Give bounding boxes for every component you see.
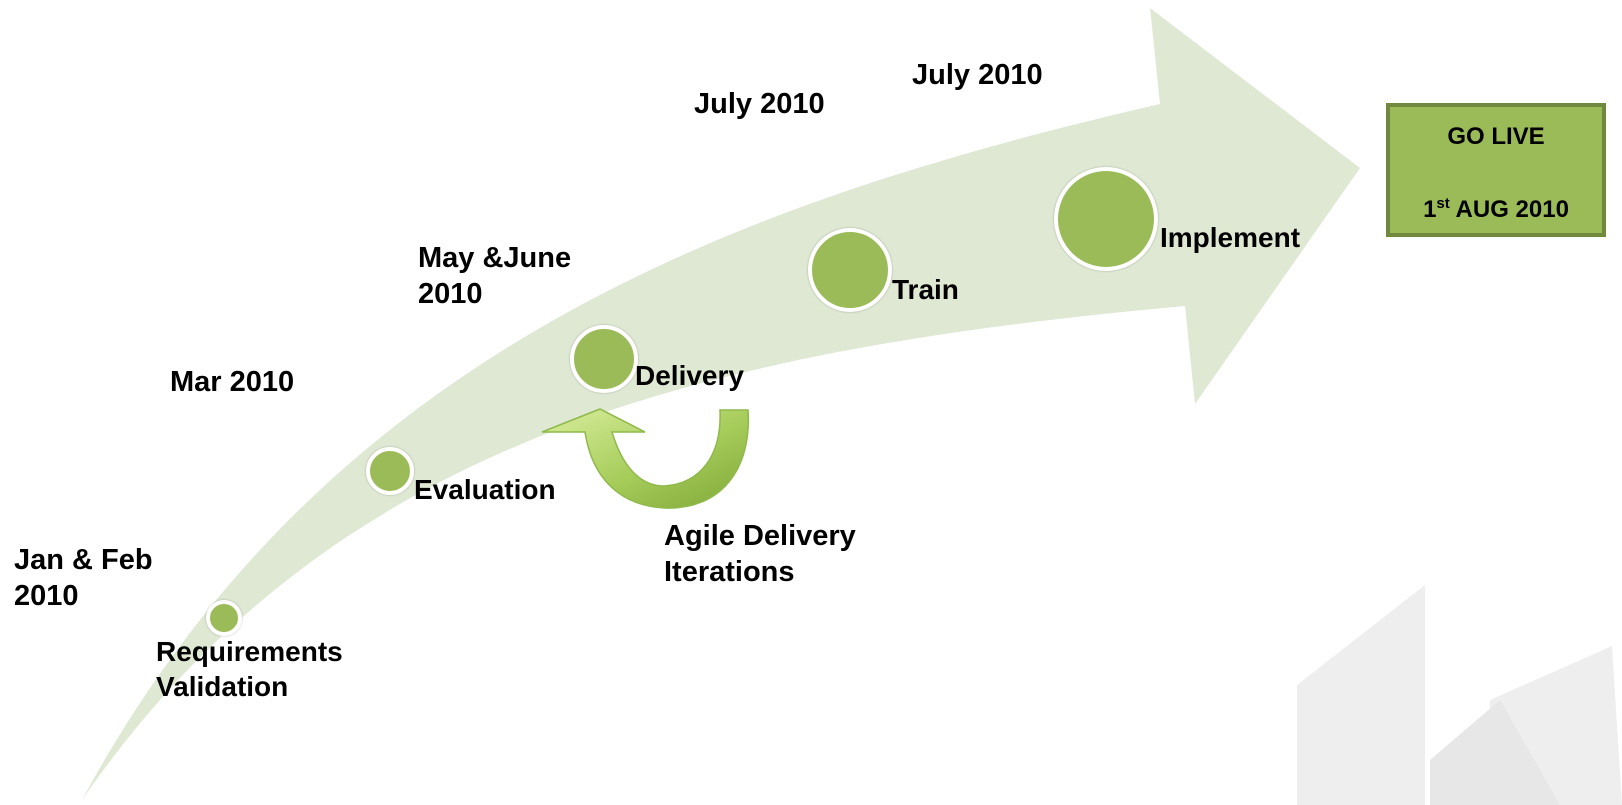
date-label-july-implement: July 2010 — [912, 59, 1043, 91]
milestone-dot-delivery — [570, 325, 638, 393]
go-live-date: 1st AUG 2010 — [1423, 195, 1569, 223]
date-label-jan-feb: Jan & Feb 2010 — [14, 544, 153, 613]
milestone-dot-evaluation — [366, 447, 414, 495]
milestone-dot-train — [808, 228, 892, 312]
milestone-label-requirements: Requirements Validation — [156, 636, 343, 702]
agile-iterations-label: Agile Delivery Iterations — [664, 520, 856, 589]
milestone-label-train: Train — [892, 274, 959, 305]
go-live-title: GO LIVE — [1447, 123, 1545, 150]
milestone-label-evaluation: Evaluation — [414, 474, 556, 505]
date-label-mar: Mar 2010 — [170, 366, 295, 398]
curved-arrow-icon — [82, 8, 1360, 800]
milestone-dot-requirements — [206, 600, 242, 636]
milestone-label-implement: Implement — [1160, 222, 1301, 253]
date-label-may-june: May &June 2010 — [418, 242, 572, 311]
watermark-logo-icon — [1297, 585, 1622, 805]
milestone-dot-implement — [1054, 167, 1158, 271]
go-live-box: GO LIVE 1st AUG 2010 — [1386, 103, 1606, 237]
milestone-label-delivery: Delivery — [635, 360, 744, 391]
date-label-july-train: July 2010 — [694, 88, 825, 120]
loop-arrow-icon — [541, 408, 750, 509]
